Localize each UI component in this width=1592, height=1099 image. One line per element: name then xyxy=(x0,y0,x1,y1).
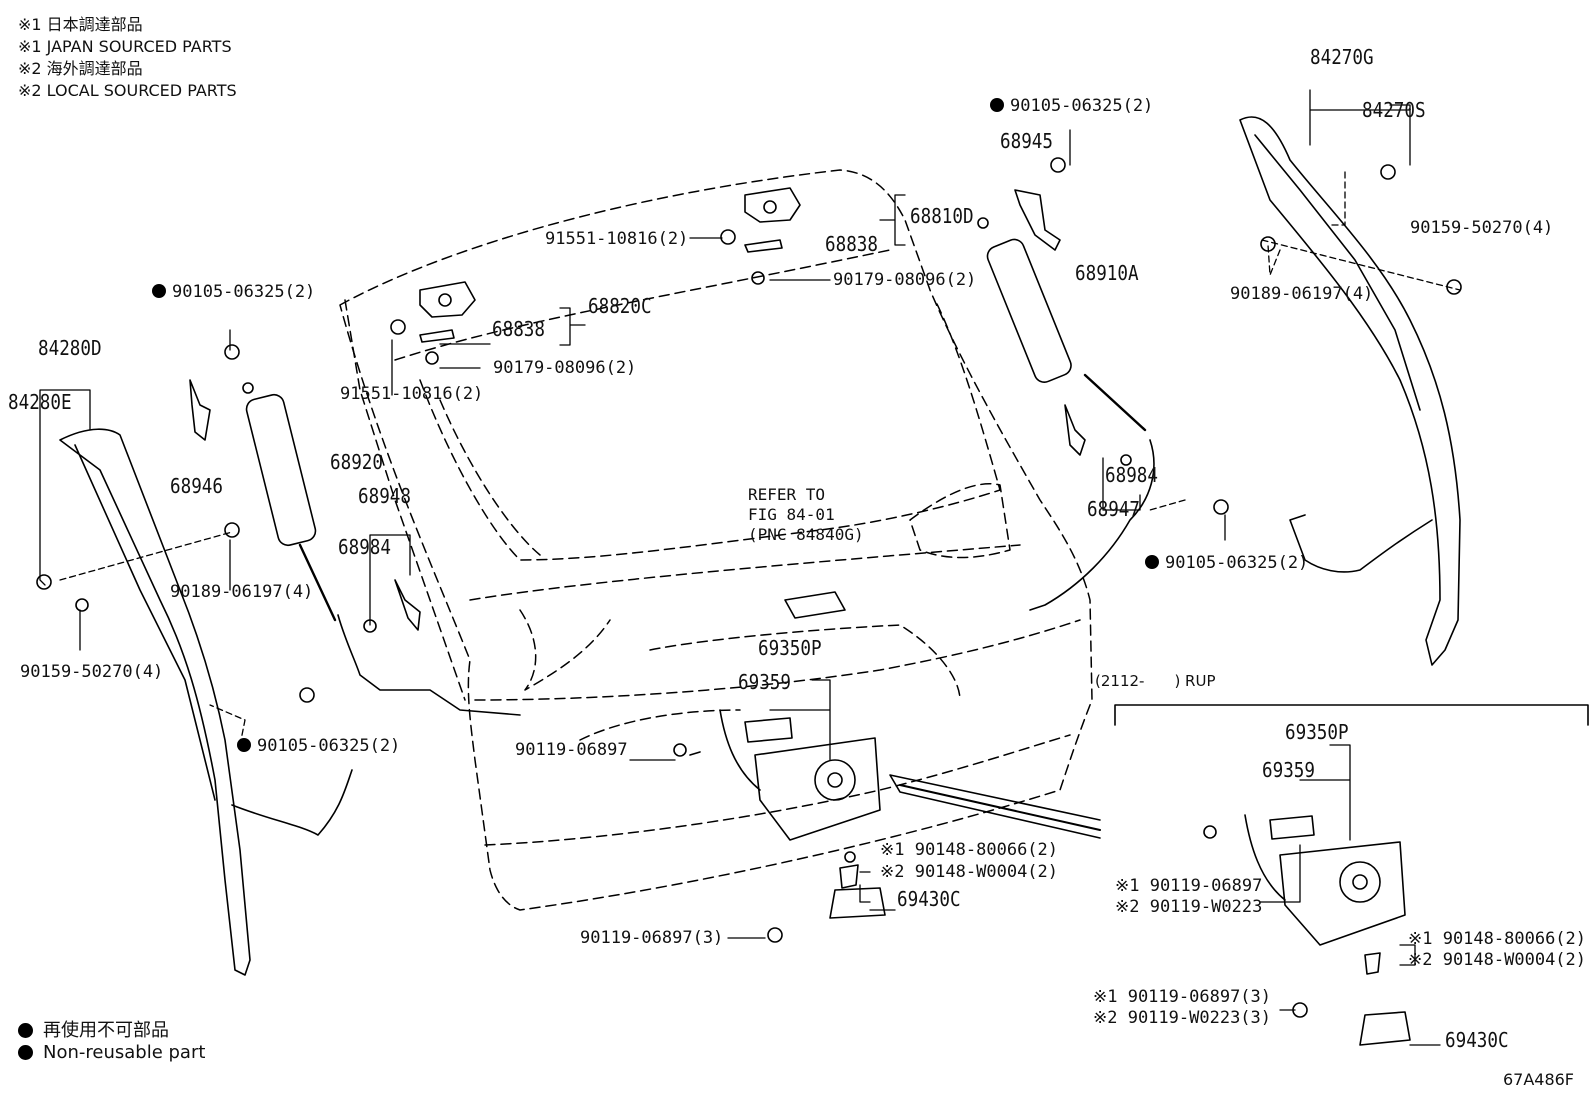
part-label[interactable]: ※2 90148-W0004(2) xyxy=(880,862,1059,882)
part-label[interactable]: 90119-06897 xyxy=(515,740,628,760)
part-label[interactable]: 84280E xyxy=(8,390,72,414)
part-label[interactable]: 84270S xyxy=(1362,98,1426,122)
part-label[interactable]: 68984 xyxy=(1105,463,1158,487)
part-number: 90105-06325(2) xyxy=(172,282,316,302)
non-reusable-dot-icon xyxy=(1145,555,1159,569)
part-label[interactable]: 68948 xyxy=(358,484,411,508)
part-label[interactable]: 68838 xyxy=(825,232,878,256)
part-label[interactable]: 90119-06897(3) xyxy=(580,928,724,948)
hinge-68810D xyxy=(720,187,801,285)
part-label[interactable]: 84280D xyxy=(38,336,102,360)
part-label[interactable]: 68947 xyxy=(1087,497,1140,521)
note-japan-en: ※1 JAPAN SOURCED PARTS xyxy=(18,37,232,56)
right-trim-84270G xyxy=(1239,116,1461,666)
note-japan-jp: ※1 日本調達部品 xyxy=(18,15,143,34)
part-label[interactable]: 69350P xyxy=(758,636,822,660)
part-label[interactable]: 91551-10816(2) xyxy=(340,384,484,404)
bracket-68948 xyxy=(363,579,421,633)
part-label[interactable]: 68910A xyxy=(1075,261,1139,285)
part-label[interactable]: 69430C xyxy=(897,887,961,911)
diagram-code: 67A486F xyxy=(1502,1070,1574,1089)
rup-divider xyxy=(1114,704,1589,726)
actuator-69350P-main xyxy=(673,709,1101,943)
part-label[interactable]: 90179-08096(2) xyxy=(493,358,637,378)
part-number: 90105-06325(2) xyxy=(1165,553,1309,573)
part-label[interactable]: ※2 90148-W0004(2) xyxy=(1408,950,1587,970)
part-label[interactable]: 90105-06325(2) xyxy=(237,736,400,756)
part-label[interactable]: ※1 90119-06897 xyxy=(1115,876,1263,896)
legend-en-text: Non-reusable part xyxy=(43,1042,206,1063)
part-label[interactable]: ※2 90119-W0223 xyxy=(1115,897,1263,917)
part-label[interactable]: 90105-06325(2) xyxy=(152,282,315,302)
part-label[interactable]: 69359 xyxy=(1262,758,1315,782)
part-number: 90105-06325(2) xyxy=(257,736,401,756)
note-local-en: ※2 LOCAL SOURCED PARTS xyxy=(18,81,237,100)
gas-strut-68920 xyxy=(242,382,521,716)
legend-en: Non-reusable part xyxy=(18,1042,205,1063)
non-reusable-dot-icon xyxy=(18,1023,33,1038)
part-label[interactable]: 90189-06197(4) xyxy=(170,582,314,602)
bracket-68947 xyxy=(1064,404,1132,466)
part-label[interactable]: ※1 90148-80066(2) xyxy=(1408,929,1587,949)
switch-84840G xyxy=(784,591,846,619)
part-label[interactable]: 90105-06325(2) xyxy=(1145,553,1308,573)
part-label[interactable]: 69359 xyxy=(738,670,791,694)
part-label[interactable]: 90159-50270(4) xyxy=(1410,218,1554,238)
actuator-69350P-rup xyxy=(1203,814,1411,1046)
part-label[interactable]: 90189-06197(4) xyxy=(1230,284,1374,304)
part-label[interactable]: 91551-10816(2) xyxy=(545,229,689,249)
part-number: 90105-06325(2) xyxy=(1010,96,1154,116)
gas-strut-68910A xyxy=(977,217,1155,611)
part-label[interactable]: 68946 xyxy=(170,474,223,498)
non-reusable-dot-icon xyxy=(18,1045,33,1060)
non-reusable-dot-icon xyxy=(152,284,166,298)
back-door-outline xyxy=(339,169,1093,911)
part-label[interactable]: 69350P xyxy=(1285,720,1349,744)
part-label[interactable]: 68920 xyxy=(330,450,383,474)
part-label[interactable]: 90159-50270(4) xyxy=(20,662,164,682)
hinge-68820C xyxy=(390,281,476,365)
part-label[interactable]: 68838 xyxy=(492,317,545,341)
bracket-68945 xyxy=(1014,157,1066,251)
bracket-68946 xyxy=(189,344,240,441)
refer-note: REFER TO FIG 84-01 (PNC 84840G) xyxy=(748,485,864,544)
part-label[interactable]: 69430C xyxy=(1445,1028,1509,1052)
part-label[interactable]: 68945 xyxy=(1000,129,1053,153)
part-label[interactable]: ※1 90148-80066(2) xyxy=(880,840,1059,860)
legend-jp-text: 再使用不可部品 xyxy=(43,1020,169,1041)
part-label[interactable]: ※2 90119-W0223(3) xyxy=(1093,1008,1272,1028)
clip-90105-bolts xyxy=(36,164,1462,703)
part-label[interactable]: 84270G xyxy=(1310,45,1374,69)
rup-label: (2112- ) RUP xyxy=(1095,672,1216,690)
part-label[interactable]: 68984 xyxy=(338,535,391,559)
leader-lines xyxy=(39,89,1461,1046)
legend-jp: 再使用不可部品 xyxy=(18,1016,169,1042)
note-local-jp: ※2 海外調達部品 xyxy=(18,59,143,78)
left-trim-84280D xyxy=(59,428,353,976)
non-reusable-dot-icon xyxy=(237,738,251,752)
part-label[interactable]: 90105-06325(2) xyxy=(990,96,1153,116)
part-label[interactable]: 68810D xyxy=(910,204,974,228)
non-reusable-dot-icon xyxy=(990,98,1004,112)
part-label[interactable]: 90179-08096(2) xyxy=(833,270,977,290)
part-label[interactable]: ※1 90119-06897(3) xyxy=(1093,987,1272,1007)
part-label[interactable]: 68820C xyxy=(588,294,652,318)
